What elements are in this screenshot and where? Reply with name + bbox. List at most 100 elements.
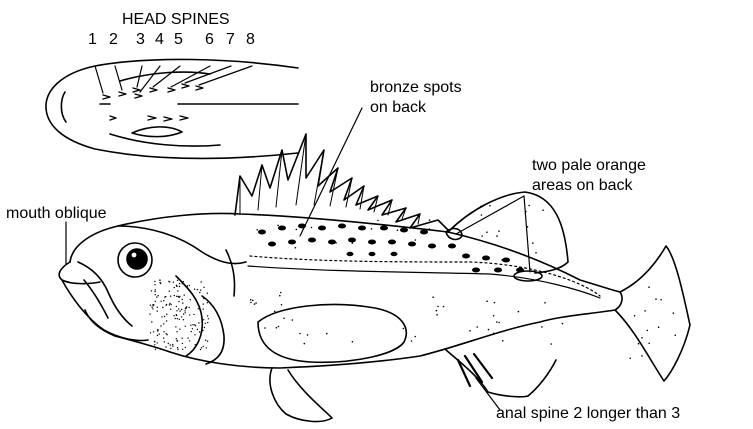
body-dot <box>283 318 285 320</box>
stipple-dot <box>158 295 159 296</box>
body-dot <box>488 329 490 331</box>
stipple-dot <box>159 282 160 283</box>
stipple-dot <box>200 290 201 291</box>
head-spines-title: HEAD SPINES <box>122 10 230 29</box>
body-dot <box>660 299 662 301</box>
stipple-dot <box>197 329 198 330</box>
stipple-dot <box>163 331 164 332</box>
body-dot <box>437 306 439 308</box>
body-dot <box>496 235 498 237</box>
body-dot <box>311 227 313 229</box>
head-spine-number: 4 <box>155 32 164 48</box>
stipple-dot <box>177 280 178 281</box>
stipple-dot <box>203 319 204 320</box>
eye <box>118 243 152 277</box>
stipple-dot <box>176 314 177 315</box>
body-dot <box>277 225 279 227</box>
stipple-dot <box>170 344 171 345</box>
stipple-dot <box>155 301 156 302</box>
body-dot <box>480 206 482 208</box>
stipple-dot <box>166 314 167 315</box>
stipple-dot <box>174 287 175 288</box>
body-dot <box>528 205 530 207</box>
stipple-dot <box>192 328 193 329</box>
stipple-dot <box>182 302 183 303</box>
stipple-dot <box>155 289 156 290</box>
body-dot <box>264 327 266 329</box>
head-spine-number: 2 <box>109 32 118 48</box>
body-dot <box>542 209 544 211</box>
mouth-label: mouth oblique <box>6 204 107 223</box>
stipple-dot <box>160 348 161 349</box>
head-spine-number: 6 <box>205 32 214 48</box>
stipple-dot <box>181 309 182 310</box>
stipple-dot <box>179 329 180 330</box>
stipple-dot <box>182 349 183 350</box>
body-dot <box>544 302 546 304</box>
stipple-dot <box>184 294 185 295</box>
body-dot <box>641 355 643 357</box>
mouth <box>59 262 148 341</box>
stipple-dot <box>177 290 178 291</box>
stipple-dot <box>203 346 204 347</box>
body-dot <box>397 229 399 231</box>
stipple-dot <box>190 291 191 292</box>
body-dot <box>352 341 354 343</box>
stipple-dot <box>157 335 158 336</box>
stipple-dot <box>152 305 153 306</box>
body-dot <box>535 252 537 254</box>
stipple-dot <box>184 310 185 311</box>
stipple-dot <box>189 314 190 315</box>
body-dot <box>292 319 294 321</box>
body-dot <box>414 336 416 338</box>
body-dot <box>562 323 564 325</box>
stipple-dot <box>183 281 184 282</box>
body-dot <box>655 298 657 300</box>
stipple-dot <box>176 285 177 286</box>
stipple-dot <box>161 301 162 302</box>
body-dot <box>494 302 496 304</box>
body-dot <box>658 326 660 328</box>
body-dot <box>415 239 417 241</box>
stipple-dot <box>204 327 205 328</box>
stipple-dot <box>182 299 183 300</box>
body-dot <box>307 334 309 336</box>
anal-fin <box>446 350 556 397</box>
stipple-dot <box>157 307 158 308</box>
stipple-dot <box>182 338 183 339</box>
stipple-dot <box>179 319 180 320</box>
stipple-dot <box>159 280 160 281</box>
body-dot <box>279 295 281 297</box>
stipple-dot <box>151 321 152 322</box>
body-dot <box>675 335 677 337</box>
stipple-dot <box>152 304 153 305</box>
stipple-dot <box>162 307 163 308</box>
body-dot <box>250 299 252 301</box>
body-dot <box>476 326 478 328</box>
stipple-dot <box>170 348 171 349</box>
stipple-dot <box>163 337 164 338</box>
stipple-dot <box>157 342 158 343</box>
body-dot <box>352 242 354 244</box>
stipple-dot <box>179 283 180 284</box>
body-dot <box>429 219 431 221</box>
body-dot <box>532 242 534 244</box>
stipple-dot <box>193 314 194 315</box>
body-dot <box>436 310 438 312</box>
stipple-dot <box>200 349 201 350</box>
body-dot <box>335 242 337 244</box>
body-dot <box>255 302 257 304</box>
body-dot <box>469 330 471 332</box>
body-dot <box>411 340 413 342</box>
stipple-dot <box>176 331 177 332</box>
stipple-dot <box>165 346 166 347</box>
stipple-dot <box>157 310 158 311</box>
stipple-dot <box>197 289 198 290</box>
stipple-dot <box>206 347 207 348</box>
stipple-dot <box>182 343 183 344</box>
body-dot <box>644 310 646 312</box>
head-spine-number: 3 <box>136 32 145 48</box>
body-dot <box>443 306 445 308</box>
stipple-dot <box>188 307 189 308</box>
stipple-dot <box>169 304 170 305</box>
